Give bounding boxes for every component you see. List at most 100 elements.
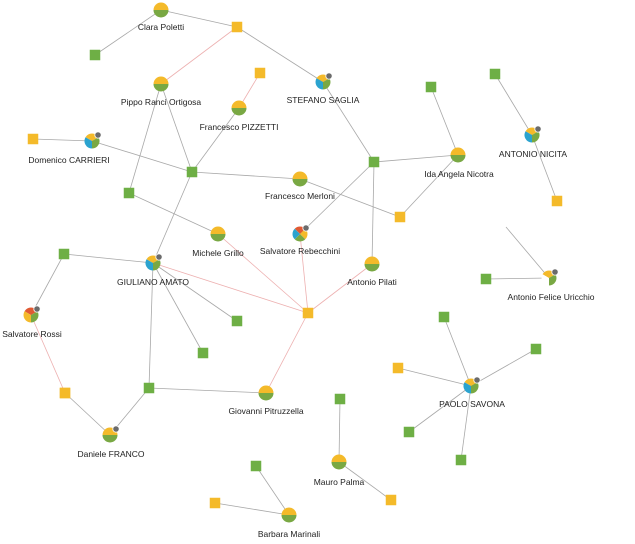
edge-pilati-s_center_y — [307, 263, 373, 314]
edge-rossi-s_rossi_y — [30, 314, 66, 394]
pie-slice — [281, 507, 297, 515]
person-label: Daniele FRANCO — [77, 449, 144, 459]
edge-amato-s_center_y — [152, 262, 309, 314]
entity-node-s_mid_g[interactable] — [368, 156, 380, 168]
edge-palma-s_palma_y — [338, 461, 392, 501]
person-badge-icon — [155, 253, 163, 261]
person-node-amato[interactable]: GIULIANO AMATO — [117, 253, 189, 287]
pie-slice — [231, 100, 247, 108]
entity-node-s_mar_y[interactable] — [209, 497, 221, 509]
person-label: Francesco Merloni — [265, 191, 335, 201]
edge-s_nicita_g-nicita — [494, 73, 533, 136]
pie-slice — [292, 179, 308, 187]
person-node-pilati[interactable]: Antonio Pilati — [347, 256, 397, 288]
person-node-stefano[interactable]: STEFANO SAGLIA — [287, 72, 360, 105]
entity-node-s_top_y[interactable] — [231, 21, 243, 33]
edge-s_uric_g-uricchio — [485, 277, 550, 280]
person-badge-icon — [534, 125, 542, 133]
entity-node-s_low_g[interactable] — [143, 382, 155, 394]
pie-slice — [471, 382, 479, 394]
entity-node-s_nicita_y[interactable] — [551, 195, 563, 207]
edge-s_mar_g-marinali — [255, 465, 290, 516]
pie-slice — [102, 435, 118, 443]
edge-s_mar_y-marinali — [214, 502, 290, 516]
edge-s_top_y-stefano — [236, 26, 324, 83]
person-label: Clara Poletti — [138, 22, 184, 32]
person-node-marinali[interactable]: Barbara Marinali — [258, 507, 320, 539]
entity-node-s_carr_g[interactable] — [123, 187, 135, 199]
person-label: Barbara Marinali — [258, 529, 320, 539]
pie-slice — [153, 10, 169, 18]
pie-slice — [153, 84, 169, 92]
entity-node-s_nicita_g[interactable] — [489, 68, 501, 80]
person-node-pitruzzella[interactable]: Giovanni Pitruzzella — [228, 385, 304, 417]
pie-slice — [281, 515, 297, 523]
person-node-carrieri[interactable]: Domenico CARRIERI — [28, 131, 110, 165]
pie-slice — [315, 78, 323, 90]
person-node-franco[interactable]: Daniele FRANCO — [77, 425, 145, 459]
person-node-rossi[interactable]: Salvatore Rossi — [2, 305, 62, 339]
pie-slice — [331, 462, 347, 470]
edge-s_rossi_y-franco — [64, 392, 111, 436]
edge-grillo-s_center_y — [217, 233, 309, 314]
edge-s_rossi_g-rossi — [30, 253, 65, 316]
edge-s_top_y-pippo — [160, 26, 238, 85]
edge-nicotra-s_nicotra_g — [430, 86, 459, 156]
entity-node-s_sav_g3[interactable] — [403, 426, 415, 438]
entity-node-s_nicotra_g[interactable] — [425, 81, 437, 93]
person-node-pizzetti[interactable]: Francesco PIZZETTI — [200, 100, 279, 132]
entity-node-s_sav_y[interactable] — [392, 362, 404, 374]
person-node-clara[interactable]: Clara Poletti — [138, 2, 184, 33]
entity-node-s_uric_y[interactable] — [394, 211, 406, 223]
pie-slice — [541, 274, 549, 286]
edge-nicita-s_nicita_y — [531, 134, 558, 202]
pie-slice — [463, 382, 471, 394]
entity-node-s_rossi_g[interactable] — [58, 248, 70, 260]
edge-pippo-s_carr_g — [128, 83, 162, 194]
pie-slice — [292, 228, 300, 240]
pie-slice — [450, 147, 466, 155]
pie-slice — [31, 311, 39, 323]
person-node-uricchio[interactable]: Antonio Felice Uricchio — [508, 268, 595, 302]
entity-node-s_center_y[interactable] — [302, 307, 314, 319]
person-label: ANTONIO NICITA — [499, 149, 567, 159]
pie-slice — [153, 259, 161, 271]
entity-node-s_amato_g2[interactable] — [197, 347, 209, 359]
pie-slice — [450, 155, 466, 163]
entity-node-s_palma_y[interactable] — [385, 494, 397, 506]
entity-node-s_sav_g1[interactable] — [438, 311, 450, 323]
person-node-grillo[interactable]: Michele Grillo — [192, 226, 244, 259]
entity-node-s_amato_g1[interactable] — [231, 315, 243, 327]
edge-stefano-s_mid_g — [322, 81, 375, 163]
edge-amato-s_amato_g2 — [152, 262, 204, 354]
person-node-rebecchini[interactable]: Salvatore Rebecchini — [260, 224, 340, 256]
edge-s_rossi_g-amato — [63, 253, 154, 264]
person-node-savona[interactable]: PAOLO SAVONA — [439, 376, 505, 409]
pie-slice — [153, 2, 169, 11]
pie-slice — [549, 274, 557, 286]
person-node-nicotra[interactable]: Ida Angela Nicotra — [424, 147, 494, 179]
person-node-nicita[interactable]: ANTONIO NICITA — [499, 125, 567, 159]
edge-s_palma_g-palma — [338, 398, 341, 463]
entity-node-s_pizz_y[interactable] — [254, 67, 266, 79]
entity-node-s_sav_g2[interactable] — [530, 343, 542, 355]
entity-node-s_rossi_y[interactable] — [59, 387, 71, 399]
entity-node-s_carr_y[interactable] — [27, 133, 39, 145]
person-badge-icon — [33, 305, 41, 313]
entity-node-s_hub_g[interactable] — [186, 166, 198, 178]
entity-node-s_palma_g[interactable] — [334, 393, 346, 405]
entity-node-s_mar_g[interactable] — [250, 460, 262, 472]
pie-slice — [153, 76, 169, 84]
edge-s_mid_g-rebecchini — [299, 161, 375, 235]
entity-node-s_sav_g4[interactable] — [455, 454, 467, 466]
entity-node-s_uric_g[interactable] — [480, 273, 492, 285]
pie-slice — [145, 259, 153, 271]
person-label: Giovanni Pitruzzella — [228, 406, 303, 416]
person-node-pippo[interactable]: Pippo Ranci Ortigosa — [121, 76, 202, 107]
person-node-merloni[interactable]: Francesco Merloni — [265, 171, 335, 201]
entity-node-s_clara_g[interactable] — [89, 49, 101, 61]
person-node-palma[interactable]: Mauro Palma — [314, 454, 365, 487]
edge-carrieri-s_carr_y — [32, 138, 93, 142]
